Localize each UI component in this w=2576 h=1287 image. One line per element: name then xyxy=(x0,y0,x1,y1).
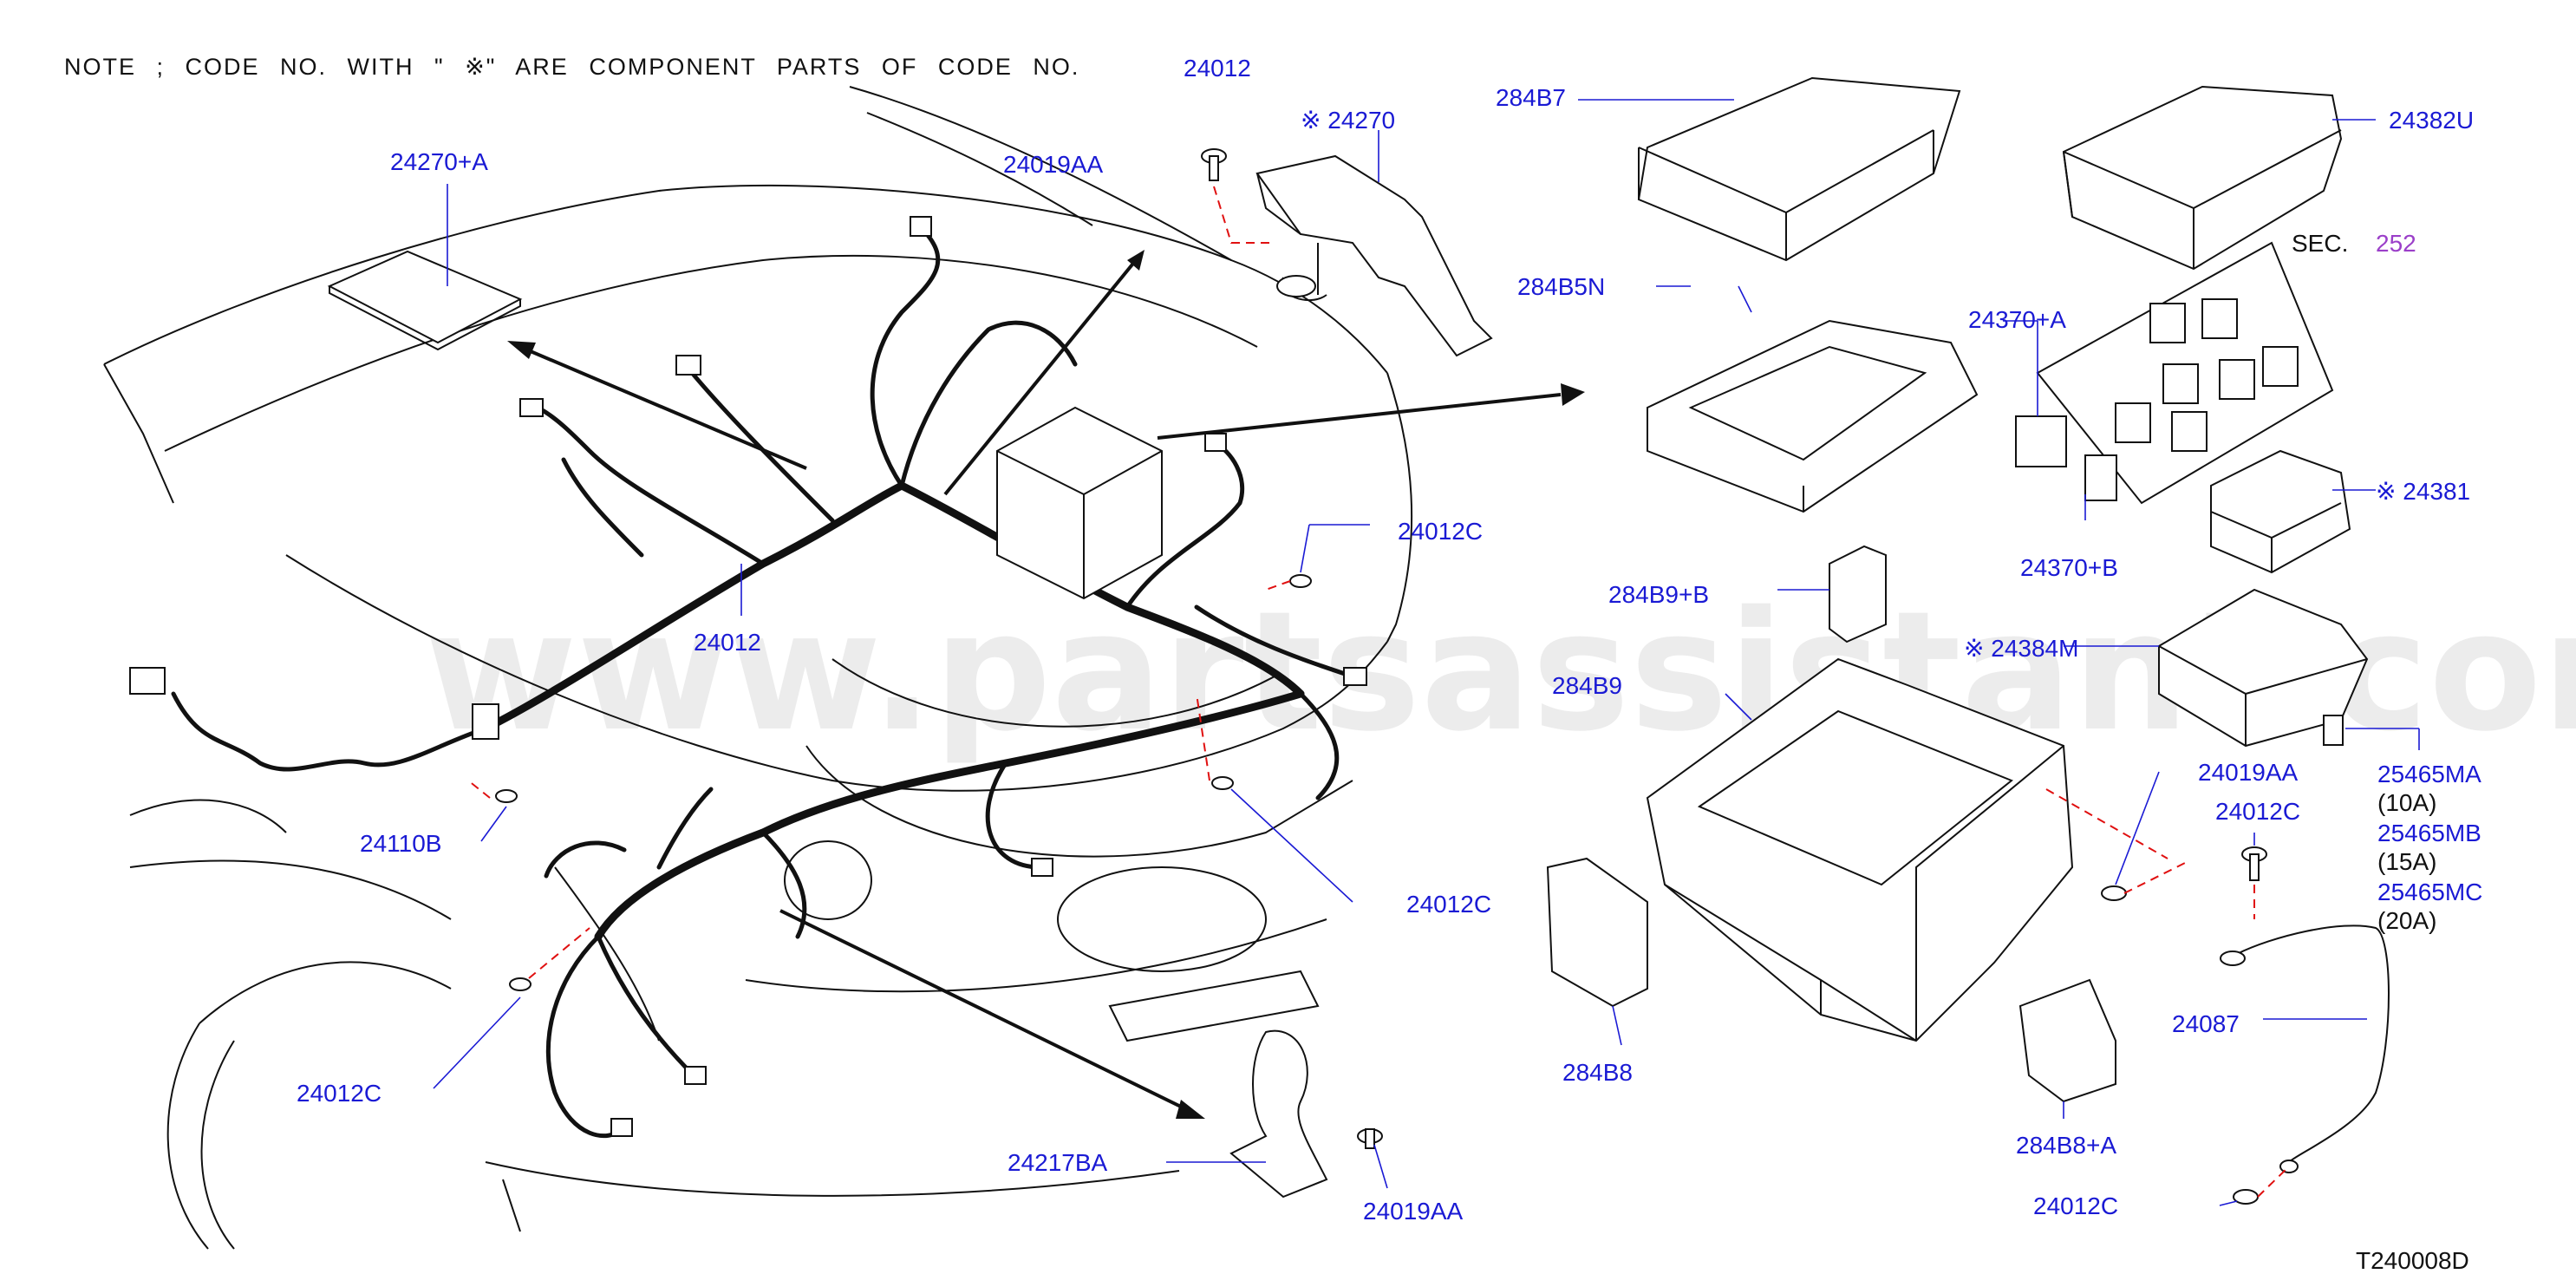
label-25465MC: 25465MC xyxy=(2377,879,2482,905)
label-24019AA-r: 24019AA xyxy=(2198,759,2299,786)
part-284B9B xyxy=(1829,545,1887,644)
label-24110B: 24110B xyxy=(360,830,441,857)
label-284B7: 284B7 xyxy=(1496,84,1566,111)
label-24012C-a: 24012C xyxy=(1398,518,1483,545)
lid-284B7 xyxy=(1637,76,1961,262)
fuse-25465 xyxy=(2323,715,2344,746)
pointer-arrows xyxy=(507,250,1585,1119)
label-24384M: ※ 24384M xyxy=(1964,635,2078,662)
label-24019AA-top: 24019AA xyxy=(1003,151,1104,178)
label-10A: (10A) xyxy=(2377,789,2436,816)
bolt-24012C-b xyxy=(1196,693,1234,790)
bolt-24012C-l xyxy=(509,927,590,991)
connector xyxy=(675,355,701,376)
bolt-24019AA-top xyxy=(1201,148,1275,244)
label-24012C-l: 24012C xyxy=(297,1080,382,1107)
connector xyxy=(1343,667,1367,686)
frame-284B5N xyxy=(1647,319,1979,513)
cover-24382U xyxy=(2062,85,2343,271)
connector xyxy=(1204,433,1227,452)
strap-24087 xyxy=(2236,924,2390,1163)
label-24370B: 24370+B xyxy=(2020,554,2118,581)
label-24382U: 24382U xyxy=(2389,107,2474,134)
label-24012C-b: 24012C xyxy=(1406,891,1491,918)
block-24381 xyxy=(2210,449,2351,574)
bracket-24270 xyxy=(1255,154,1493,357)
connector xyxy=(684,1066,707,1085)
connector xyxy=(1031,858,1053,877)
label-24270A: 24270+A xyxy=(390,148,488,175)
label-sec: SEC. xyxy=(2292,230,2348,257)
connector xyxy=(129,667,166,695)
relay-24370B xyxy=(2084,454,2117,501)
bracket-24217BA xyxy=(1229,1029,1328,1199)
component-note: NOTE ; CODE NO. WITH " ※" ARE COMPONENT … xyxy=(64,54,1080,80)
label-284B8A: 284B8+A xyxy=(2016,1132,2116,1159)
label-20A: (20A) xyxy=(2377,907,2436,934)
label-24012C-br: 24012C xyxy=(2033,1192,2118,1219)
wire-harness-24012 xyxy=(129,216,1367,1139)
label-24381: ※ 24381 xyxy=(2376,478,2470,505)
bolt-24012C-br xyxy=(2233,1166,2290,1205)
label-25465MA: 25465MA xyxy=(2377,761,2481,787)
connector xyxy=(610,1118,633,1137)
label-24370A: 24370+A xyxy=(1968,306,2066,333)
label-24217BA: 24217BA xyxy=(1008,1149,1108,1176)
label-24087: 24087 xyxy=(2172,1010,2240,1037)
label-24012-top: 24012 xyxy=(1184,55,1251,82)
label-24012-mid: 24012 xyxy=(694,629,761,656)
bolt-24012C-a xyxy=(1265,574,1312,591)
label-15A: (15A) xyxy=(2377,848,2436,875)
diagram-code: T240008D xyxy=(2356,1247,2469,1274)
label-24270: ※ 24270 xyxy=(1301,107,1395,134)
label-24012C-r: 24012C xyxy=(2215,798,2300,825)
label-284B8: 284B8 xyxy=(1562,1059,1633,1086)
label-284B5N: 284B5N xyxy=(1517,273,1605,300)
bolt-24012C-r xyxy=(2241,846,2267,919)
label-25465MB: 25465MB xyxy=(2377,820,2481,846)
pad-24270A xyxy=(327,250,523,344)
part-284B8A xyxy=(2018,978,2116,1103)
connector xyxy=(519,398,544,417)
label-sec-252[interactable]: 252 xyxy=(2376,230,2416,257)
label-24019AA-b: 24019AA xyxy=(1363,1198,1464,1225)
connector xyxy=(472,703,499,740)
cover-284B8 xyxy=(1546,857,1648,1008)
label-284B9: 284B9 xyxy=(1552,672,1622,699)
vehicle-outline xyxy=(103,86,1413,1250)
block-24384M xyxy=(2158,588,2369,748)
bolt-24019AA-r xyxy=(2101,862,2186,901)
box-284B9 xyxy=(1646,657,2168,1042)
leader-lines xyxy=(433,99,2420,1206)
bolt-24019AA-b xyxy=(1357,1128,1383,1149)
relay-24370A xyxy=(2015,415,2067,467)
connector xyxy=(910,216,932,237)
bolt-24110B xyxy=(467,780,518,803)
label-284B9B: 284B9+B xyxy=(1608,581,1709,608)
